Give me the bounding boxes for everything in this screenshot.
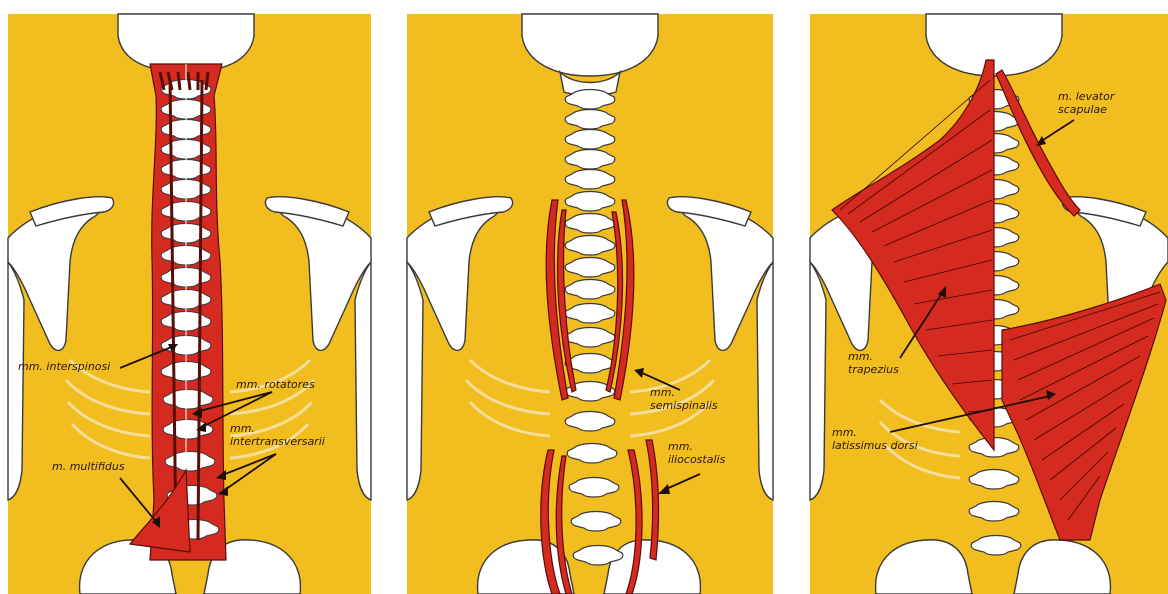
panel-deep-muscles: mm. interspinosi mm. rotatores mm. inter… bbox=[8, 14, 371, 594]
label-interspinosi: mm. interspinosi bbox=[18, 360, 110, 373]
panel-superficial-muscles: m. levator scapulae mm. trapezius mm. la… bbox=[810, 14, 1168, 594]
skull bbox=[118, 14, 254, 72]
label-rotatores: mm. rotatores bbox=[236, 378, 315, 391]
panel-semispinalis-iliocostalis: mm. semispinalis mm. iliocostalis bbox=[407, 14, 773, 594]
label-multifidus: m. multifidus bbox=[52, 460, 125, 473]
